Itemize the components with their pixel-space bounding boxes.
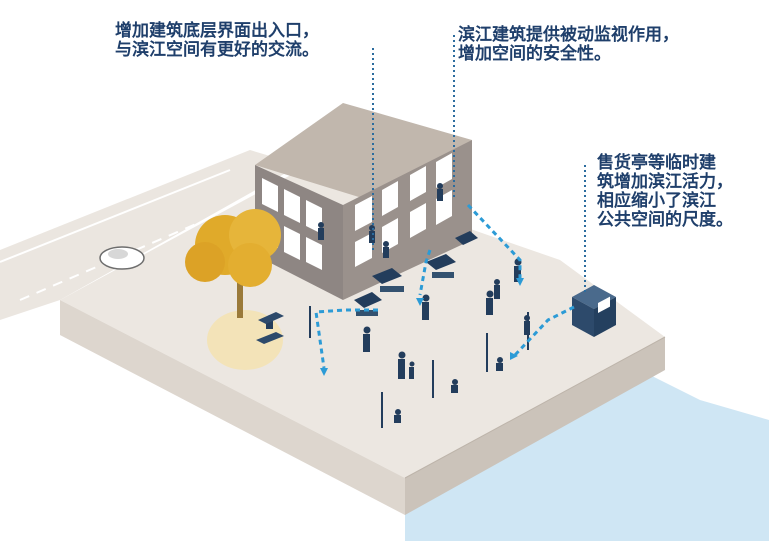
annotation-facade-entrances: 增加建筑底层界面出入口， 与滨江空间有更好的交流。 <box>115 22 319 60</box>
annotation-line: 相应缩小了滨江 <box>597 191 716 211</box>
benches <box>256 312 284 344</box>
building-windows <box>262 153 452 270</box>
street-lane-marking <box>19 204 241 301</box>
plaza-edge-right <box>405 337 665 515</box>
street-area <box>0 150 300 320</box>
movement-arrows <box>314 203 575 369</box>
tree-reflection <box>207 310 283 370</box>
annotation-line: 滨江建筑提供被动监视作用， <box>458 25 679 45</box>
annotation-kiosk-activity: 售货亭等临时建 筑增加滨江活力， 相应缩小了滨江 公共空间的尺度。 <box>597 154 733 230</box>
cafe-seating <box>354 231 478 316</box>
arrow-heads <box>320 278 524 376</box>
annotation-passive-surveillance: 滨江建筑提供被动监视作用， 增加空间的安全性。 <box>458 26 679 64</box>
annotation-line: 增加建筑底层界面出入口， <box>115 21 319 41</box>
annotation-line: 筑增加滨江活力， <box>597 172 733 192</box>
annotation-line: 售货亭等临时建 <box>597 153 716 173</box>
annotation-line: 增加空间的安全性。 <box>458 44 611 64</box>
street-curb <box>0 169 231 263</box>
plaza-edge-line <box>404 336 666 479</box>
tree <box>185 209 281 318</box>
leader-lines <box>372 35 586 292</box>
kiosk <box>572 285 616 337</box>
river-water <box>405 370 769 541</box>
plaza-edge-front <box>60 300 405 515</box>
car <box>99 246 145 270</box>
annotation-line: 与滨江空间有更好的交流。 <box>115 40 319 60</box>
annotation-line: 公共空间的尺度。 <box>597 210 733 230</box>
